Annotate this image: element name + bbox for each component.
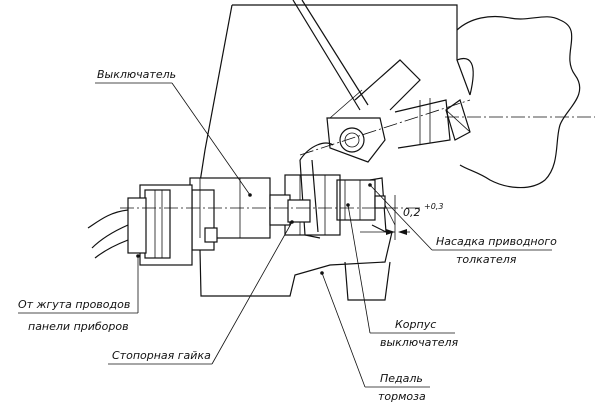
label-switch: Выключатель xyxy=(97,68,176,81)
label-harness-line2: панели приборов xyxy=(28,320,129,333)
label-tip-line1: Насадка приводного xyxy=(436,235,557,248)
linkage-rod xyxy=(292,0,451,149)
harness-wires xyxy=(87,209,129,259)
gap-tolerance: +0,3 xyxy=(424,202,443,211)
switch-body xyxy=(189,177,311,251)
pedal-centerline xyxy=(299,99,471,156)
gap-value: 0,2 xyxy=(403,206,421,219)
label-switch-body-line1: Корпус xyxy=(395,318,436,331)
label-tip-line2: толкателя xyxy=(456,253,517,266)
label-pedal-line2: тормоза xyxy=(378,390,426,403)
label-switch-body-line2: выключателя xyxy=(380,336,459,349)
gap-dimension: 0,2 +0,3 xyxy=(360,195,443,240)
label-pedal-line1: Педаль xyxy=(380,372,423,385)
label-lock-nut: Стопорная гайка xyxy=(112,349,211,362)
connector xyxy=(127,184,193,266)
leader-lines xyxy=(18,82,552,388)
pedal-pivot xyxy=(326,89,386,163)
pedal-arm xyxy=(445,15,595,189)
mounting-bracket xyxy=(197,4,471,301)
pushrod-tip xyxy=(299,142,387,239)
label-harness-line1: От жгута проводов xyxy=(18,298,130,311)
